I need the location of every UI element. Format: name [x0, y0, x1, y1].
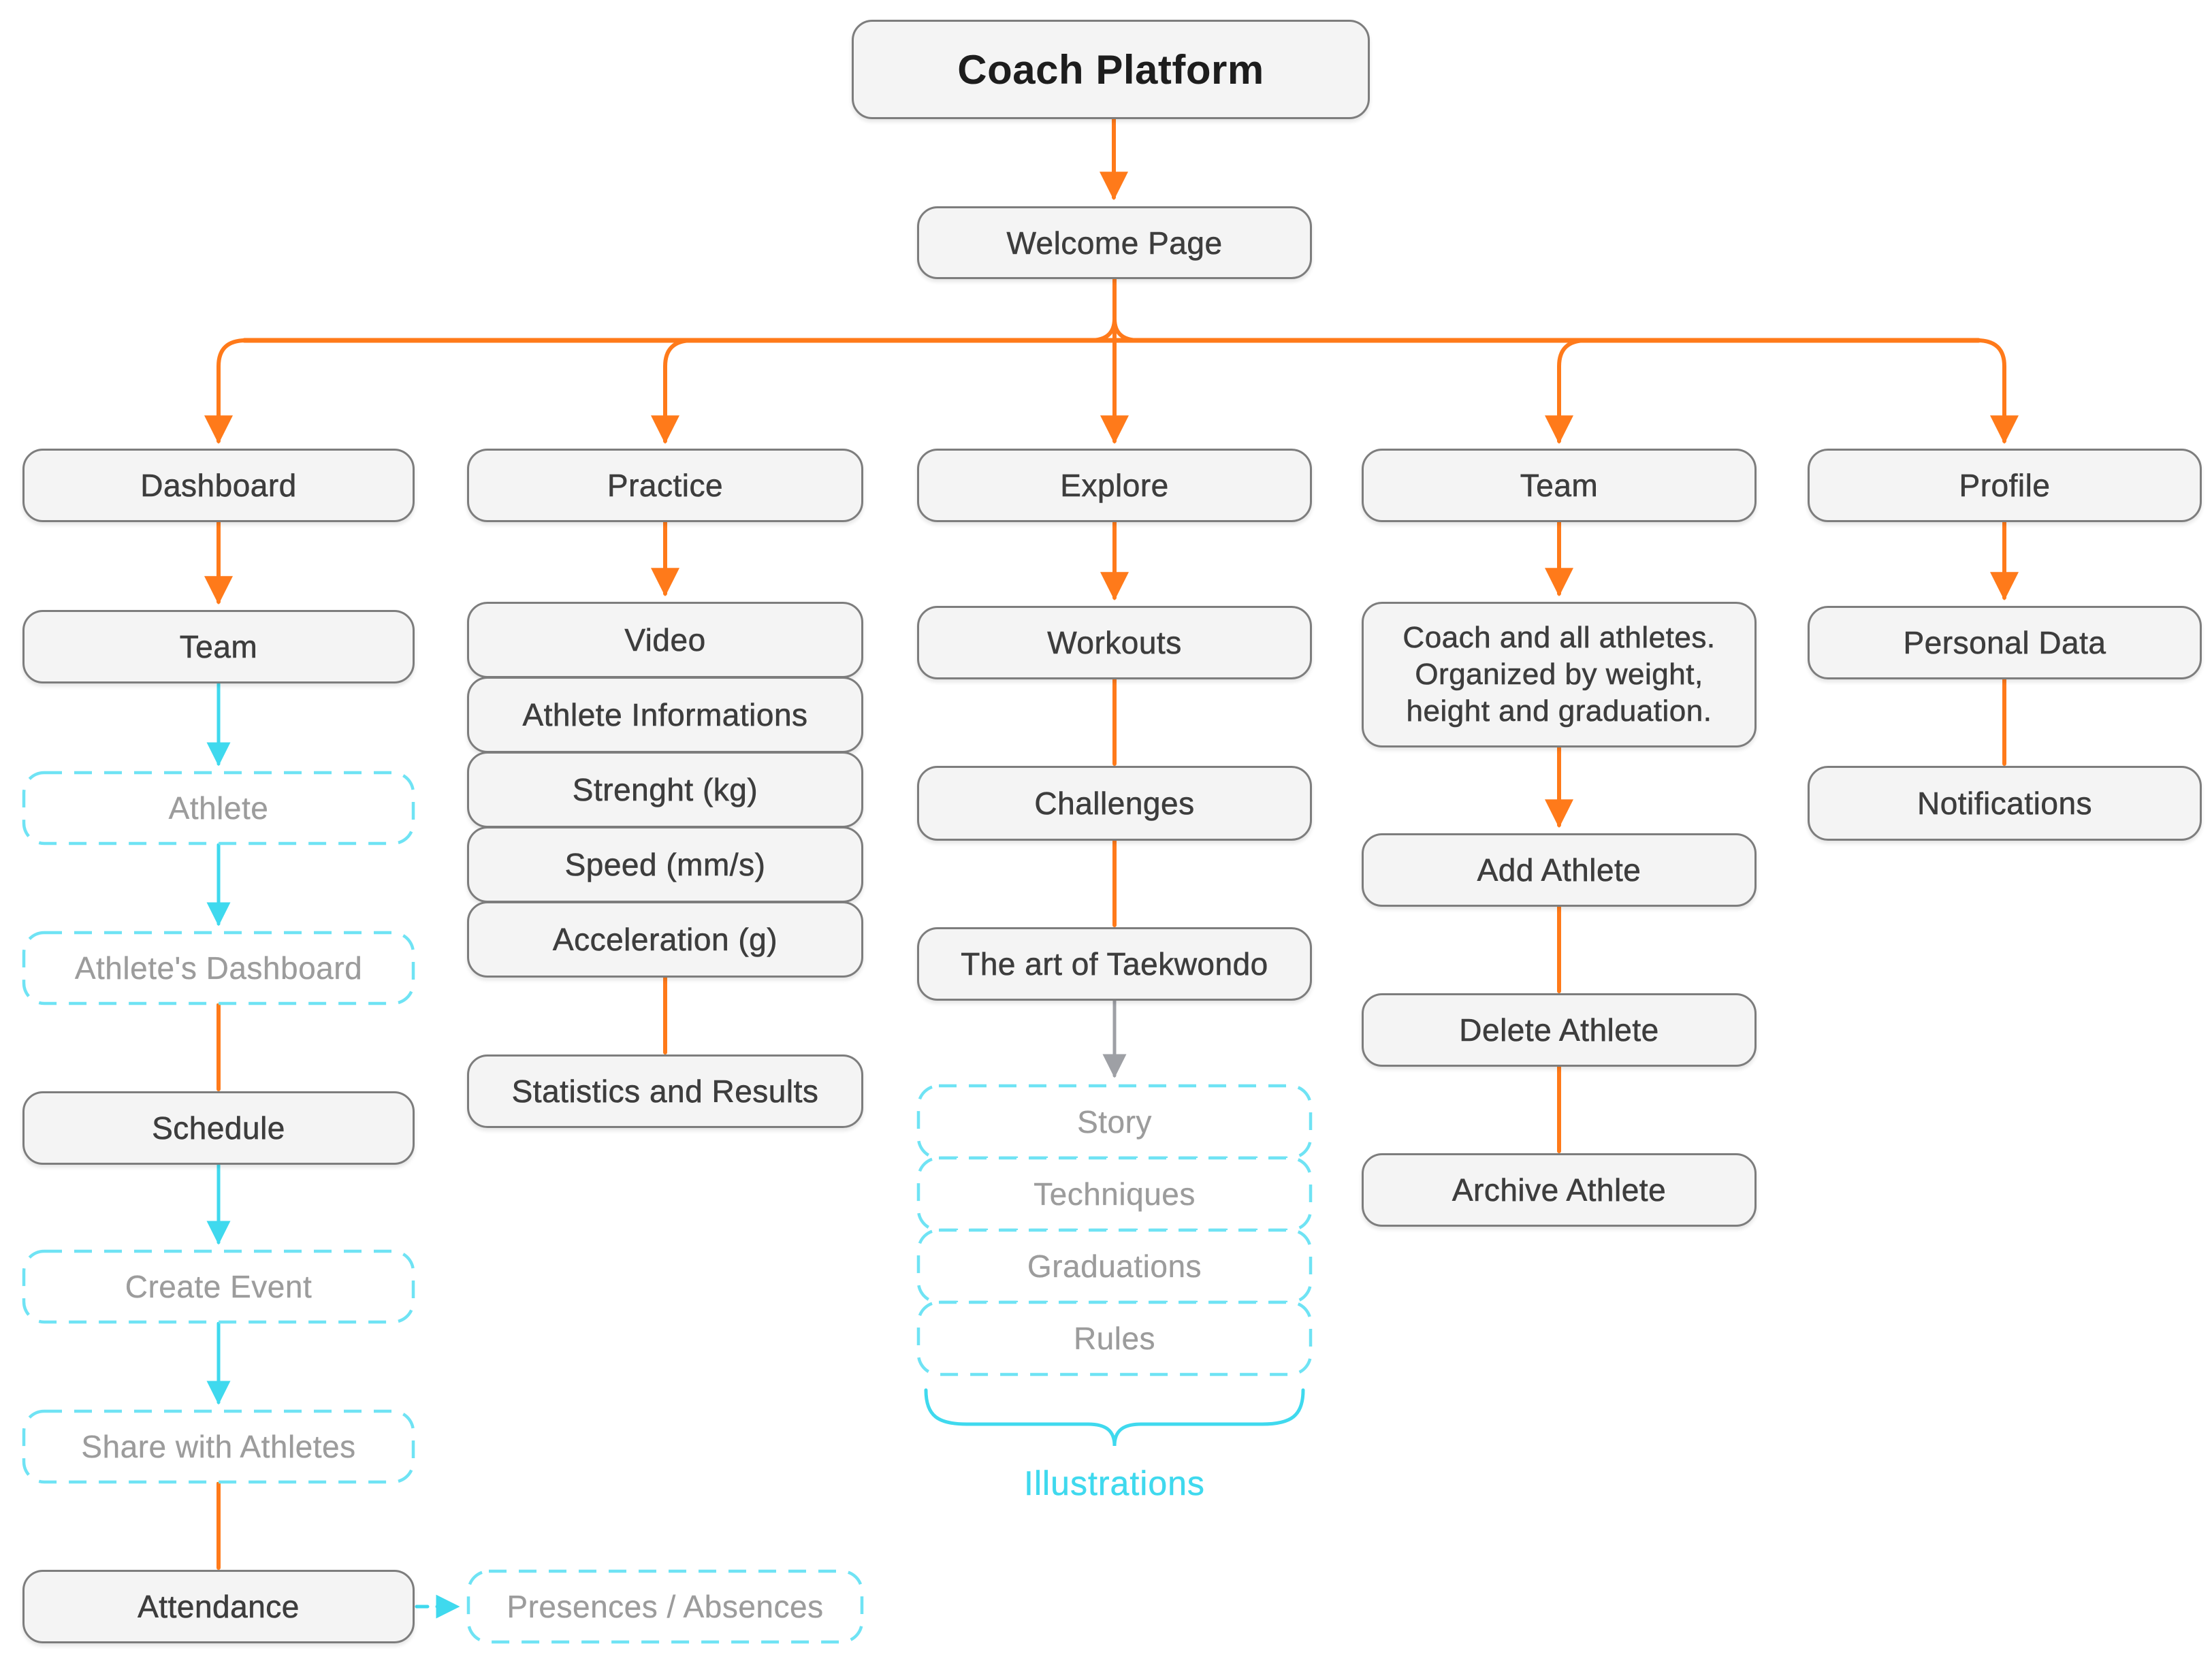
connector-fan-to-dashboard	[204, 338, 248, 445]
node-video: Video	[467, 602, 863, 678]
node-create-event: Create Event	[125, 1269, 312, 1304]
node-techniques: Techniques	[1033, 1176, 1196, 1212]
node-athletes-dashboard: Athlete's Dashboard	[74, 950, 363, 986]
node-welcome-page: Welcome Page	[917, 206, 1312, 279]
node-attendance: Attendance	[22, 1570, 415, 1643]
node-coach-platform: Coach Platform	[852, 20, 1370, 119]
node-challenges: Challenges	[917, 766, 1312, 841]
node-speed: Speed (mm/s)	[467, 826, 863, 903]
node-explore: Explore	[917, 449, 1312, 522]
node-profile: Profile	[1808, 449, 2202, 522]
node-dash-team: Team	[22, 610, 415, 683]
node-rules: Rules	[1073, 1321, 1156, 1356]
node-team: Team	[1362, 449, 1757, 522]
illustrations-brace	[924, 1388, 1305, 1447]
node-schedule: Schedule	[22, 1091, 415, 1165]
node-graduations: Graduations	[1027, 1249, 1202, 1284]
node-delete-athlete: Delete Athlete	[1362, 993, 1757, 1067]
node-strenght: Strenght (kg)	[467, 752, 863, 828]
node-acceleration: Acceleration (g)	[467, 901, 863, 978]
connector-fan-peak-right	[1112, 317, 1141, 342]
illustrations-label: Illustrations	[1024, 1464, 1205, 1503]
node-share-with-athletes: Share with Athletes	[81, 1429, 356, 1464]
connector-fan-peak-left	[1088, 317, 1117, 342]
connector-fan-to-team	[1545, 338, 1588, 445]
node-practice: Practice	[467, 449, 863, 522]
node-statistics-and-results: Statistics and Results	[467, 1054, 863, 1128]
connector-fan-to-profile	[1975, 338, 2019, 445]
node-notifications: Notifications	[1808, 766, 2202, 841]
node-athlete: Athlete	[168, 790, 269, 826]
node-add-athlete: Add Athlete	[1362, 833, 1757, 907]
node-personal-data: Personal Data	[1808, 606, 2202, 679]
node-art-of-taekwondo: The art of Taekwondo	[917, 927, 1312, 1001]
node-athlete-informations: Athlete Informations	[467, 677, 863, 753]
node-workouts: Workouts	[917, 606, 1312, 679]
node-story: Story	[1077, 1104, 1152, 1140]
node-presences-absences: Presences / Absences	[507, 1589, 824, 1624]
node-archive-athlete: Archive Athlete	[1362, 1153, 1757, 1227]
connector-fan-to-practice	[651, 338, 694, 445]
node-dashboard: Dashboard	[22, 449, 415, 522]
node-team-description: Coach and all athletes. Organized by wei…	[1362, 602, 1757, 747]
